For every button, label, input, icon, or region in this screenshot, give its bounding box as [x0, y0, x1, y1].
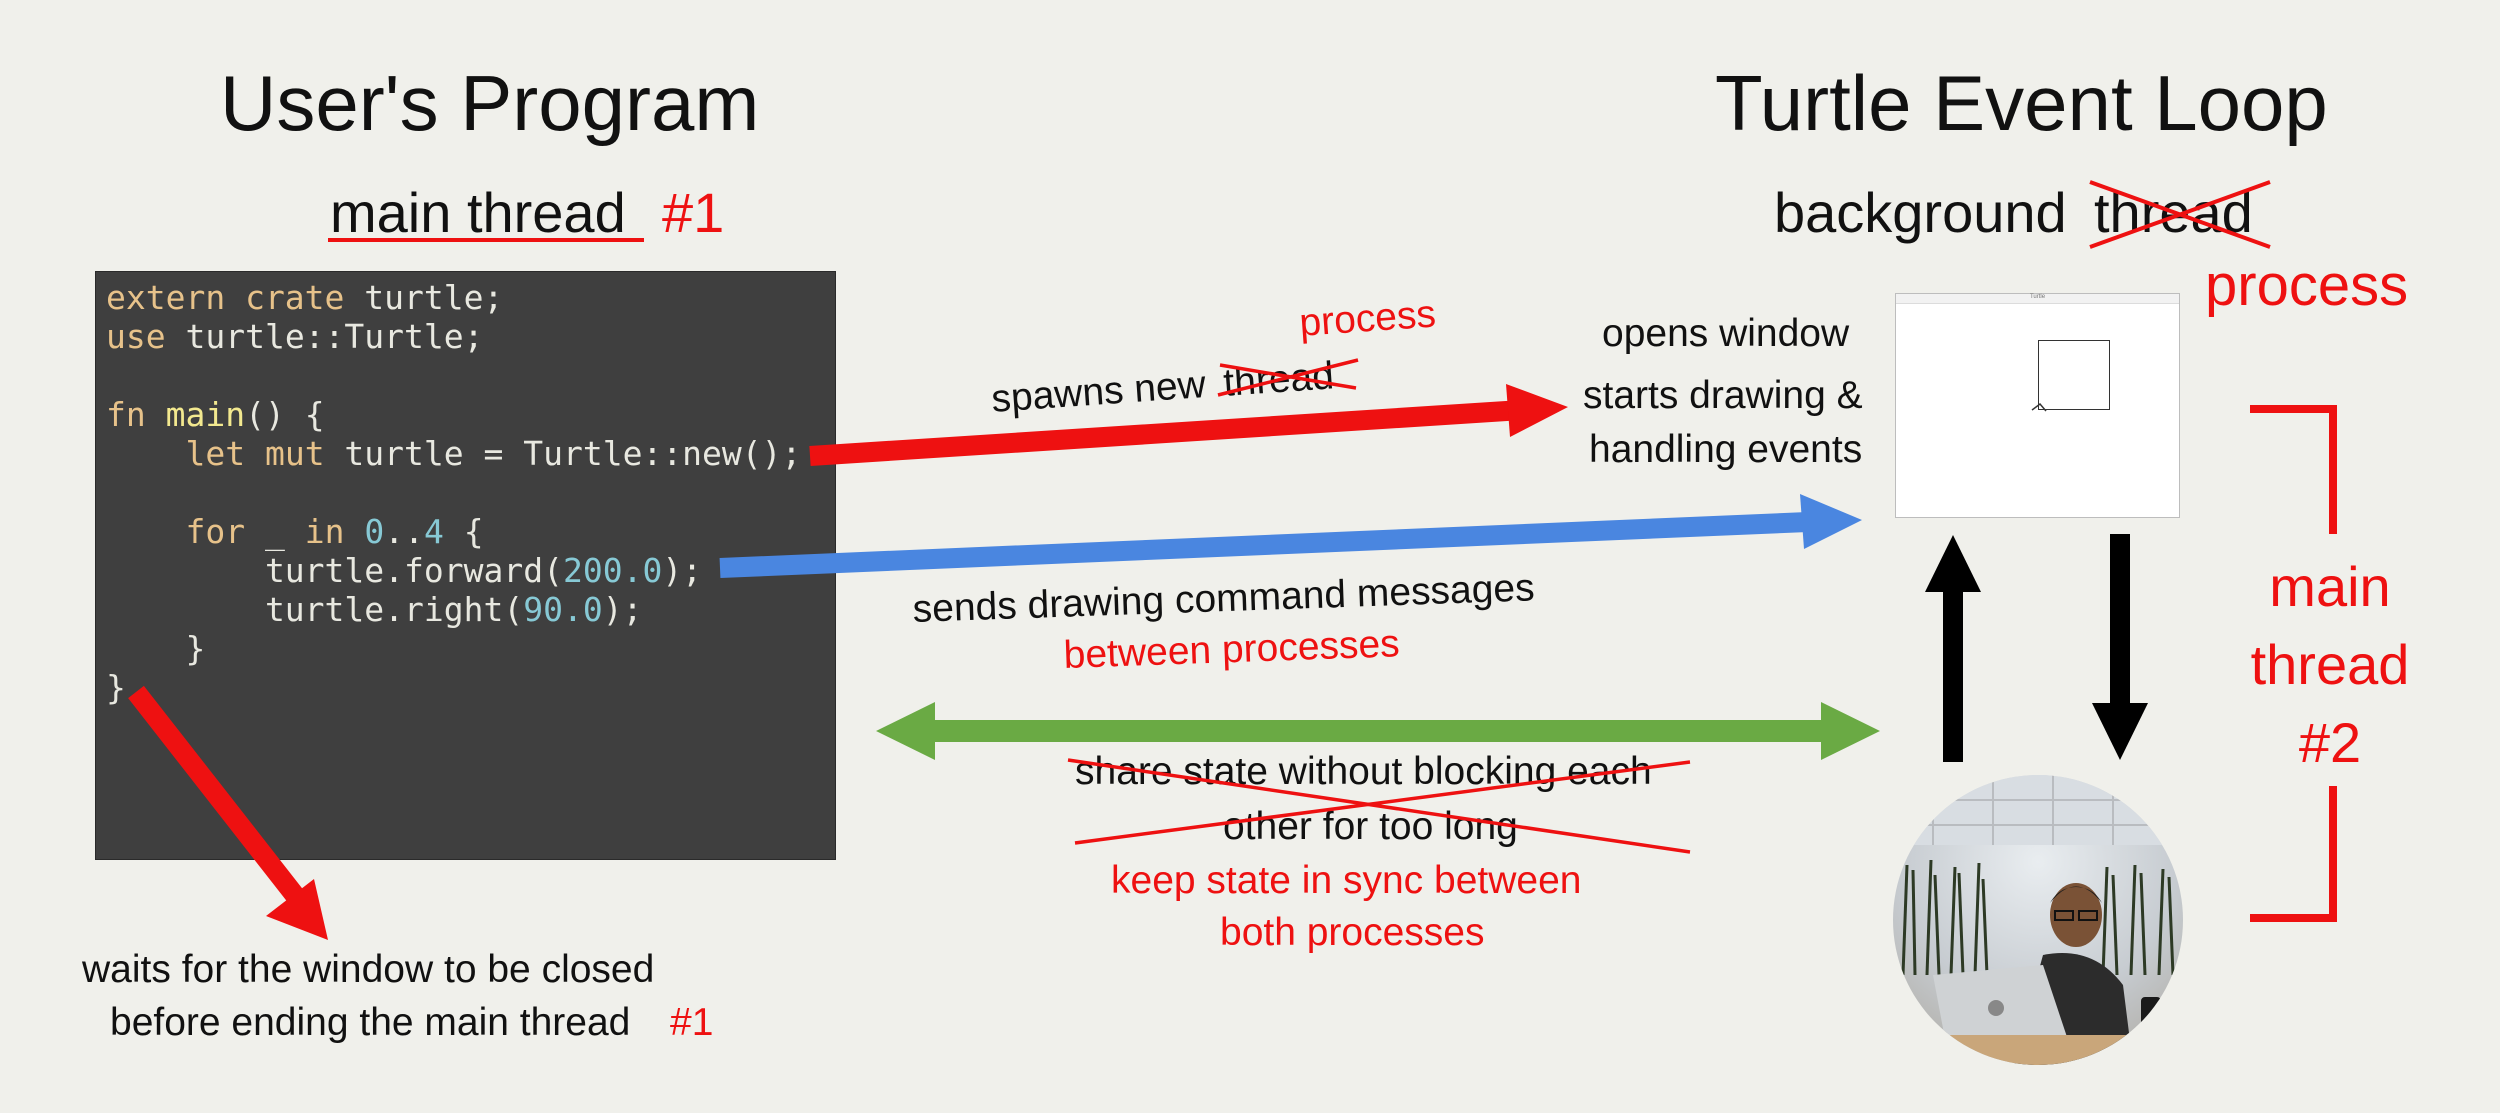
strike-spawns-thread-2 [1220, 365, 1356, 388]
turtle-cursor-icon [2032, 404, 2046, 411]
send-commands-arrow [720, 494, 1862, 568]
up-arrow [1925, 535, 1981, 762]
waits-arrow [136, 692, 328, 940]
bracket-bottom [2250, 786, 2333, 918]
sync-state-double-arrow [876, 702, 1880, 760]
bracket-top [2250, 409, 2333, 534]
down-arrow [2092, 534, 2148, 760]
spawn-arrow [810, 384, 1568, 456]
